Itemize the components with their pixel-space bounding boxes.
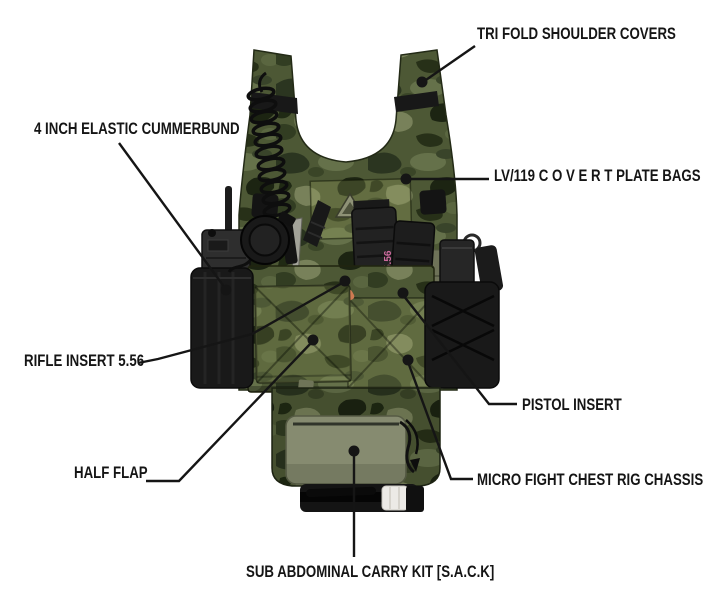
pistol-pouch [424,281,500,389]
callout-tri-fold-shoulder-covers: TRI FOLD SHOULDER COVERS [477,24,676,43]
buckle-right [419,189,447,215]
leader-dots [220,76,428,457]
leader-tri-fold-shoulder-covers [422,45,476,83]
leader-pistol-insert [402,294,517,406]
tourniquet-holder [300,484,424,512]
radio-pouch [190,267,254,389]
callout-elastic-cummerbund: 4 INCH ELASTIC CUMMERBUND [34,119,240,138]
chassis-velcro-right [347,297,433,389]
shoulder-band-right [394,91,439,112]
leader-rifle-insert [137,280,345,365]
callout-half-flap: HALF FLAP [74,463,148,482]
callout-sub-abdominal-carry-kit: SUB ABDOMINAL CARRY KIT [S.A.C.K] [246,562,495,581]
ptt-speaker-mic [240,211,298,265]
half-flap [254,284,352,384]
callout-covert-plate-bags: LV/119 C O V E R T PLATE BAGS [494,166,701,185]
sack-pouch [271,387,441,487]
leader-chest-rig-chassis [406,361,473,481]
leader-lines [118,45,517,557]
first-aid-roll [381,485,409,511]
coiled-comms-cable [227,71,292,273]
leader-elastic-cummerbund [118,142,226,289]
callout-rifle-insert: RIFLE INSERT 5.56 [24,351,145,370]
callout-pistol-insert: PISTOL INSERT [522,395,622,414]
zipper-pull-cords [399,420,416,474]
magazine-caliber-marking: 5.56 [383,250,394,270]
buckle-left [251,193,279,219]
leader-half-flap [146,341,313,483]
callout-chest-rig-chassis: MICRO FIGHT CHEST RIG CHASSIS [477,470,704,489]
